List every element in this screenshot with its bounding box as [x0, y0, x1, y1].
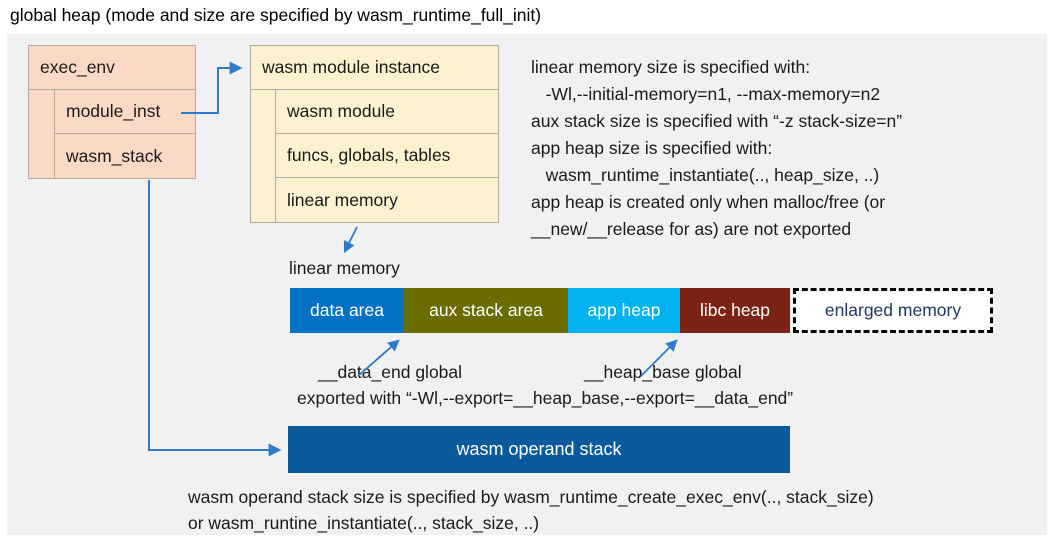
memory-segment-app-heap: app heap — [568, 288, 680, 333]
module-instance-header: wasm module instance — [251, 46, 498, 90]
memory-segment-libc-heap: libc heap — [680, 288, 790, 333]
exec-env-row-module-inst: module_inst — [55, 90, 195, 134]
memory-segment-aux-stack-area: aux stack area — [404, 288, 568, 333]
exec-env-rows: module_inst wasm_stack — [54, 90, 195, 178]
linear-memory-label: linear memory — [289, 258, 400, 278]
diagram-title: global heap (mode and size are specified… — [10, 5, 542, 25]
exec-env-row-wasm-stack: wasm_stack — [66, 145, 163, 166]
module-instance-row-wasm-module: wasm module — [276, 90, 498, 134]
heap-base-global-label: __heap_base global — [584, 362, 742, 382]
linear-memory-bar: data area aux stack area app heap libc h… — [290, 288, 993, 333]
module-instance-row-linear-memory: linear memory — [287, 189, 398, 210]
operand-stack-note: wasm operand stack size is specified by … — [188, 487, 874, 533]
memory-segment-data-area: data area — [290, 288, 404, 333]
module-instance-box: wasm module instance wasm module funcs, … — [250, 45, 499, 223]
wasm-operand-stack-bar: wasm operand stack — [288, 426, 790, 473]
module-instance-rows: wasm module funcs, globals, tables linea… — [275, 90, 498, 222]
exec-env-box: exec_env module_inst wasm_stack — [28, 45, 196, 179]
module-instance-row-funcs-globals-tables: funcs, globals, tables — [276, 134, 498, 178]
data-end-global-label: __data_end global — [318, 362, 463, 382]
export-note: exported with “-Wl,--export=__heap_base,… — [297, 388, 794, 408]
memory-segment-enlarged-memory: enlarged memory — [793, 288, 993, 333]
memory-size-notes: linear memory size is specified with: -W… — [531, 57, 903, 239]
exec-env-header: exec_env — [29, 46, 195, 90]
